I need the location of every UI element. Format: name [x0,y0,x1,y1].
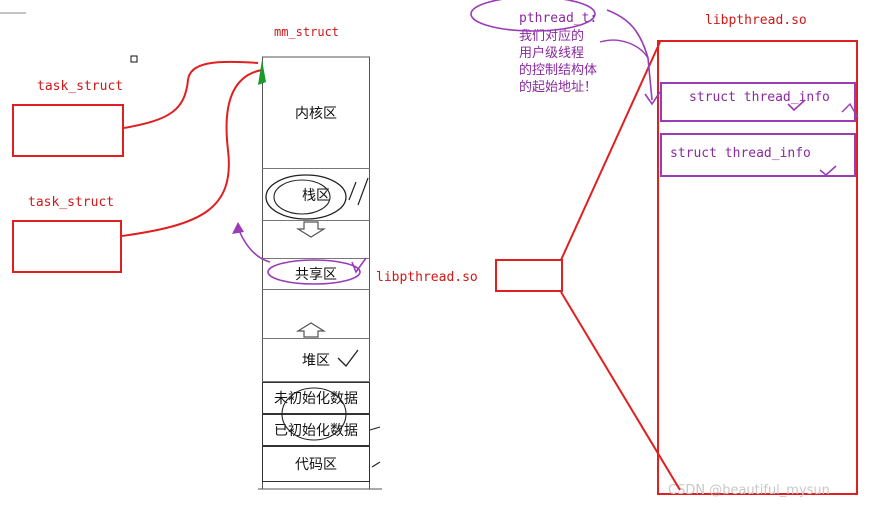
task-struct-label-1: task_struct [37,79,124,94]
pthread-t-circle [470,0,596,32]
shared-check-mark [351,257,367,274]
annotation-line: 用户级线程 [519,46,585,61]
shared-circle [267,259,361,285]
stack-circle-inner [273,179,331,215]
thread-info-box-1 [660,82,856,122]
cone-bottom-line [560,291,681,491]
thread-info-check-1 [787,99,806,112]
annotation-line: 的起始地址！ [519,80,598,95]
code-region: 代码区 [262,446,370,482]
heap-check-mark [337,349,359,367]
task-struct-box-2 [12,220,122,273]
bss-region: 未初始化数据 [262,382,370,414]
task1-arrow [123,60,259,129]
thread-info-label-2: struct thread_info [670,146,811,161]
pointer-arrow-extra [599,39,649,59]
libpthread-mapping-box [495,259,563,292]
thread-info-scribble [841,102,859,119]
code-region-label: 代码区 [295,457,337,473]
stack-circle [265,174,347,220]
watermark: CSDN @beautiful_mysun [668,483,830,498]
kernel-region-label: 内核区 [295,105,337,122]
data-circle [281,387,347,441]
heap-region-label: 堆区 [302,353,330,369]
heap-up-arrow [295,322,327,338]
thread-info-box-2 [660,133,856,177]
arrow-head-green [258,60,266,85]
annotation-note: 我们对应的 用户级线程 的控制结构体 的起始地址！ [519,28,597,96]
bss-region-label: 未初始化数据 [274,391,358,407]
shared-region: 共享区 [262,258,370,290]
thread-info-check-2 [819,165,837,177]
pthread-t-label: pthread_t: [519,11,598,26]
stray-square [130,55,138,63]
stack-check-mark [348,177,369,206]
cone-top-line [560,41,661,261]
libpthread-box [657,40,858,495]
task2-arrow [121,69,263,237]
shared-arrow-head [232,222,244,234]
heap-region: 堆区 [262,338,370,382]
stack-region-label: 栈区 [302,187,330,204]
annotation-line: 的控制结构体 [519,63,598,78]
stack-region: 栈区 [262,169,370,221]
data-check-mark [369,426,381,468]
task-struct-label-2: task_struct [28,195,115,210]
kernel-region: 内核区 [262,57,370,169]
shared-lib-label: libpthread.so [376,270,478,285]
shared-purple-arrow [237,227,271,263]
stack-down-arrow [295,221,327,238]
pointer-arrow-head [644,91,661,106]
thread-info-label-1: struct thread_info [689,90,830,105]
mm-struct-title: mm_struct [274,25,340,39]
task-struct-box-1 [12,104,124,157]
shared-region-label: 共享区 [295,267,337,283]
annotation-line: 我们对应的 [519,29,585,44]
mm-struct-column [262,57,370,489]
libpthread-title: libpthread.so [705,13,807,28]
